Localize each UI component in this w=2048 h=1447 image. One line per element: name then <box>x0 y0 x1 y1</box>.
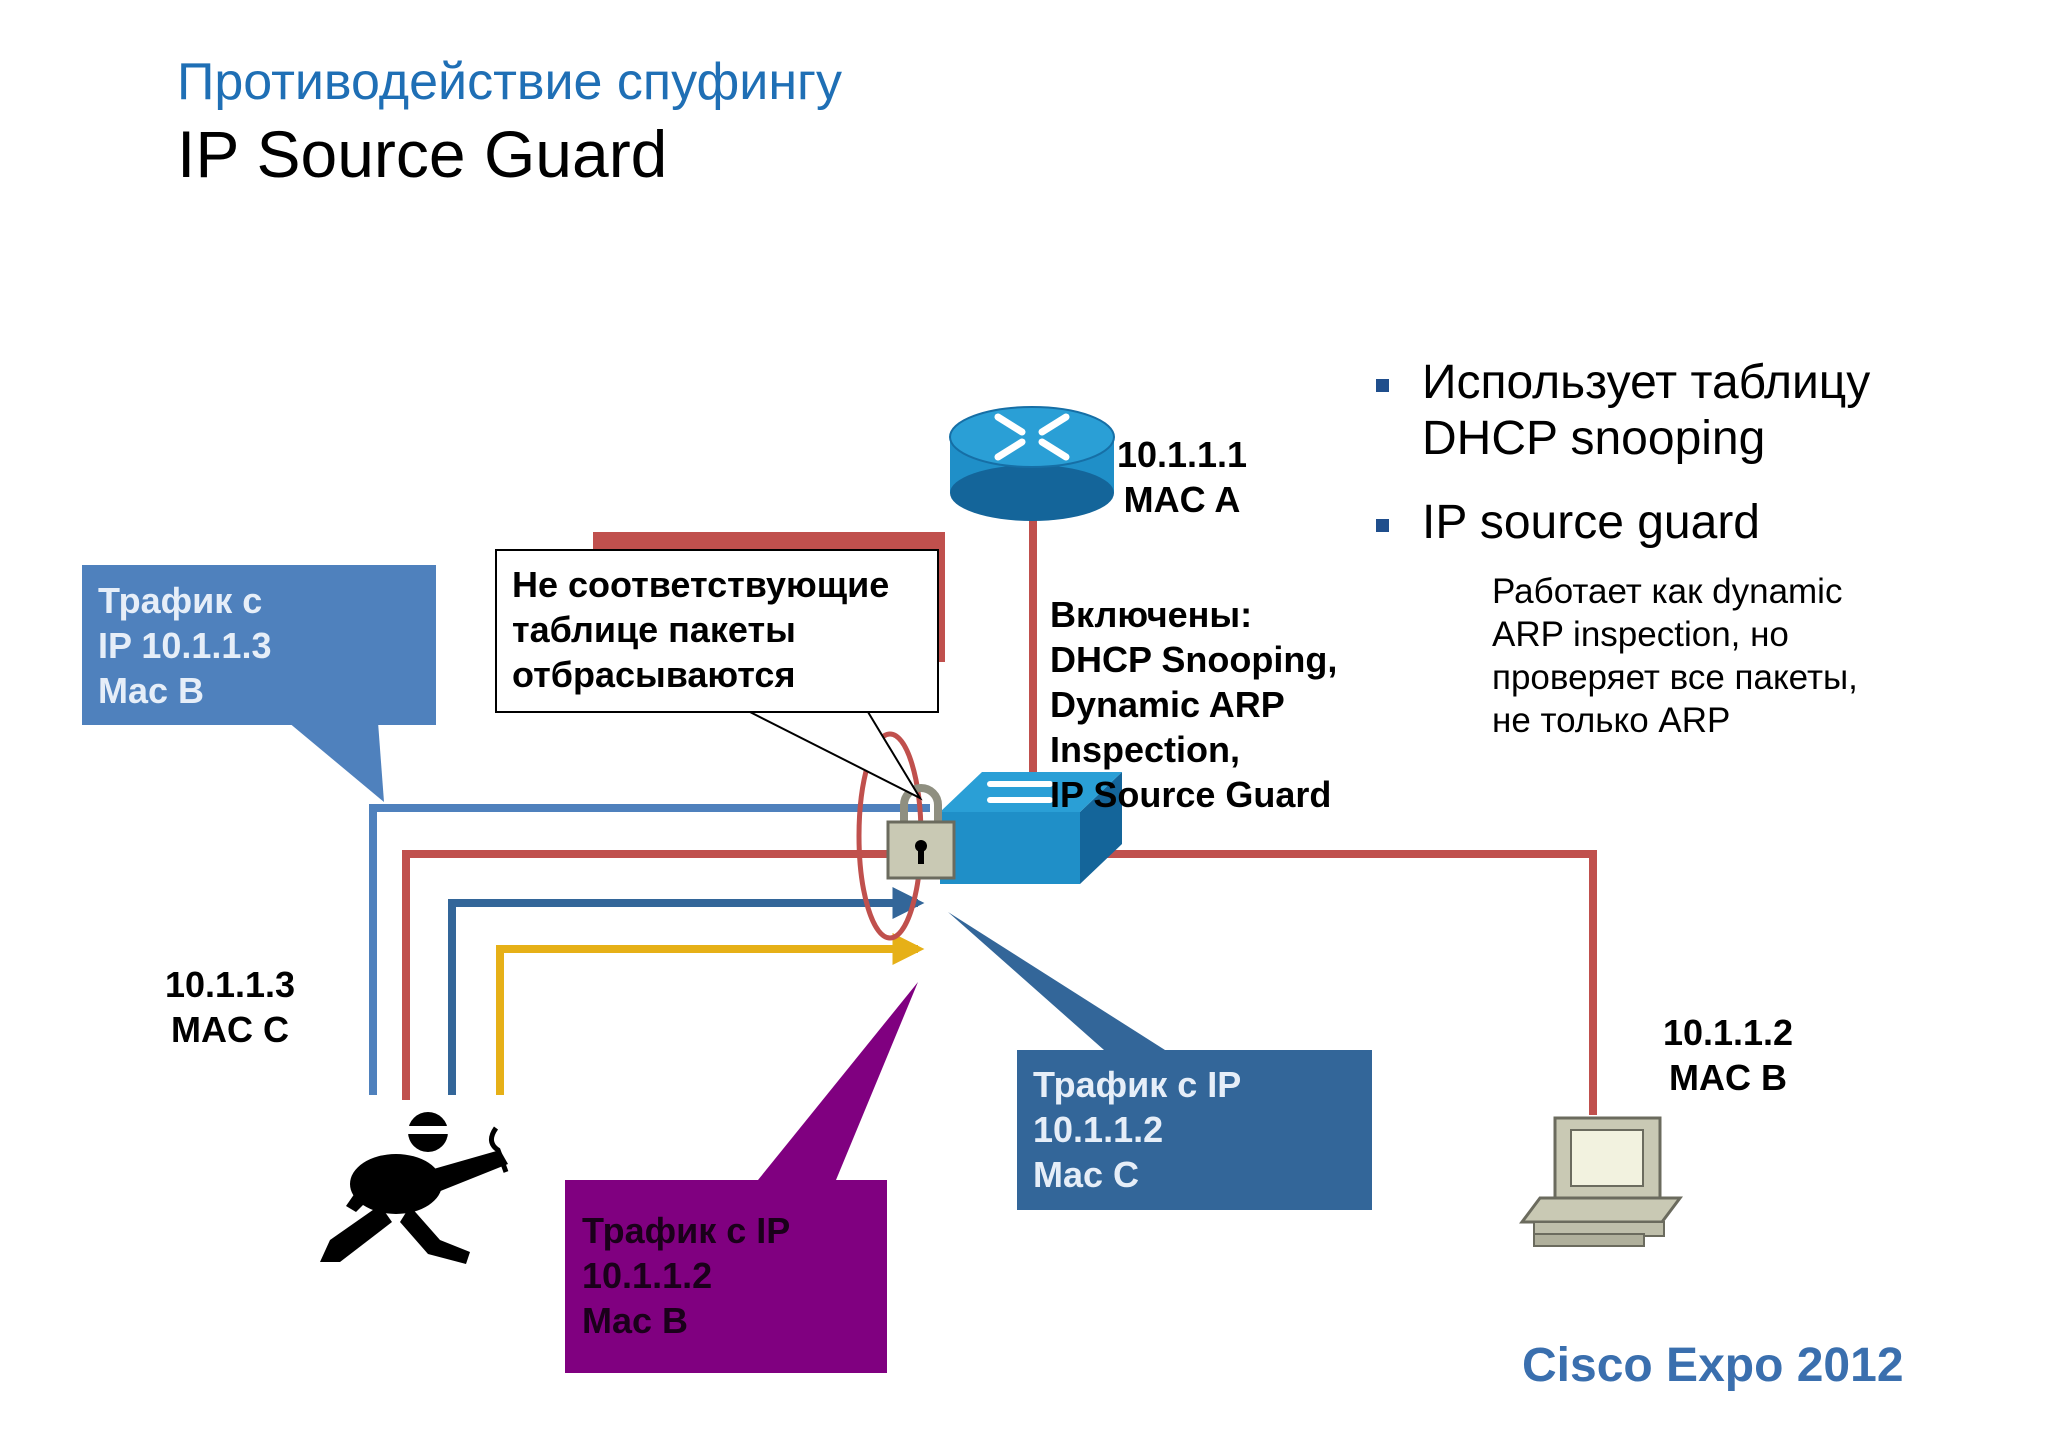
callout-traffic-purple-text: Трафик с IP 10.1.1.2 Mac B <box>582 1210 791 1341</box>
arrow-traffic-blue <box>369 804 930 1095</box>
network-links <box>402 492 1597 1115</box>
bullet-item: Использует таблицу DHCP snooping <box>1370 355 1870 467</box>
bullet-item: IP source guard <box>1370 495 1870 551</box>
bullet-subtext: Работает как dynamic ARP inspection, но … <box>1492 572 1858 740</box>
switch-features-label: Включены: DHCP Snooping, Dynamic ARP Ins… <box>1050 594 1338 815</box>
router-address-label: 10.1.1.1 MAC A <box>1116 434 1248 520</box>
switch-pc-link <box>1080 850 1597 1115</box>
drop-callout-pointer <box>749 711 923 801</box>
attacker-address-label: 10.1.1.3 MAC C <box>164 964 296 1050</box>
slide-title-topic: Противодействие спуфингу <box>177 53 843 111</box>
router-icon <box>949 406 1115 521</box>
attacker-switch-link <box>402 850 960 1100</box>
padlock-icon <box>886 784 956 880</box>
switch-icon <box>940 772 1122 884</box>
brand-logo-text: Cisco Expo 2012 <box>1522 1339 1904 1392</box>
callout-traffic-darkblue-shape <box>948 912 1372 1210</box>
callout-traffic-blue-shape <box>82 565 436 802</box>
arrow-traffic-yellow <box>496 933 925 1095</box>
attacker-figure <box>320 1112 509 1264</box>
callout-traffic-darkblue-text: Трафик с IP 10.1.1.2 Mac C <box>1033 1064 1242 1195</box>
callout-traffic-purple-shape <box>565 982 918 1373</box>
arrow-traffic-darkblue <box>448 887 925 1095</box>
callout-traffic-blue-text: Трафик с IP 10.1.1.3 Mac B <box>98 580 272 711</box>
drop-callout-box <box>495 549 939 713</box>
pc-icon <box>1519 1116 1683 1247</box>
slide-title: IP Source Guard <box>177 117 668 191</box>
bullet-list: Использует таблицу DHCP snooping IP sour… <box>1370 355 1870 551</box>
pc-address-label: 10.1.1.2 MAC B <box>1662 1012 1794 1098</box>
drop-callout-text: Не соответствующие таблице пакеты отбрас… <box>512 564 890 695</box>
